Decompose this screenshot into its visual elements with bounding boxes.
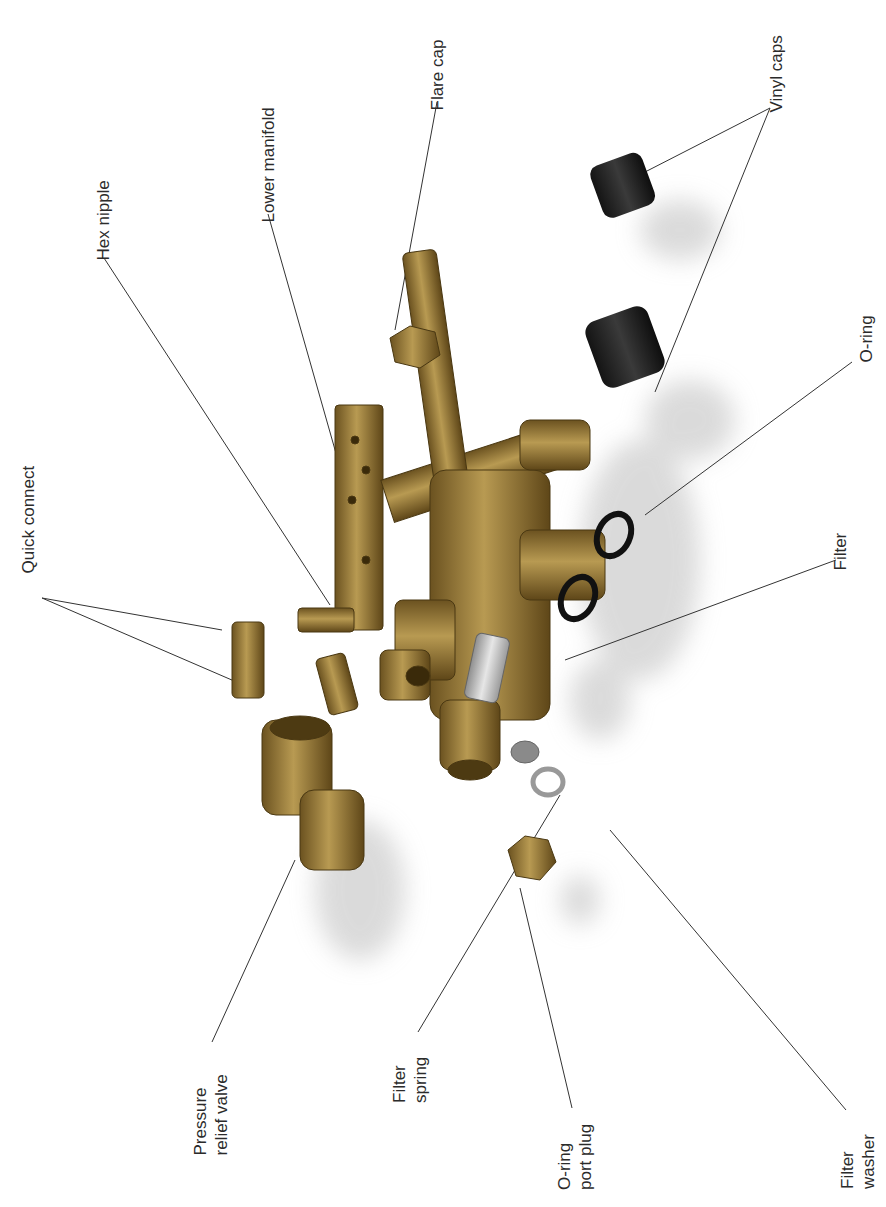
shadows <box>315 200 735 960</box>
flare-cap <box>390 326 440 368</box>
part-label: Filter washer <box>837 1123 879 1189</box>
filter-parts <box>464 632 563 880</box>
part-label: Pressure relief valve <box>189 1061 231 1156</box>
part-label: Filter <box>830 500 851 570</box>
vinyl-caps <box>582 150 668 391</box>
o-rings <box>554 508 638 624</box>
leader-lines <box>42 102 852 1110</box>
part-label: O-ring <box>856 282 877 362</box>
part-label: Vinyl caps <box>766 12 787 112</box>
part-label: Flare cap <box>427 10 448 110</box>
part-label: Hex nipple <box>93 150 114 260</box>
part-label: Quick connect <box>18 443 39 573</box>
part-label: Lower manifold <box>258 82 279 222</box>
part-label: O-ring port plug <box>554 1110 596 1190</box>
lower-manifold <box>335 249 605 780</box>
pressure-relief-valve <box>262 716 364 870</box>
quick-connects <box>232 608 359 716</box>
part-label: Filter spring <box>389 1041 431 1103</box>
